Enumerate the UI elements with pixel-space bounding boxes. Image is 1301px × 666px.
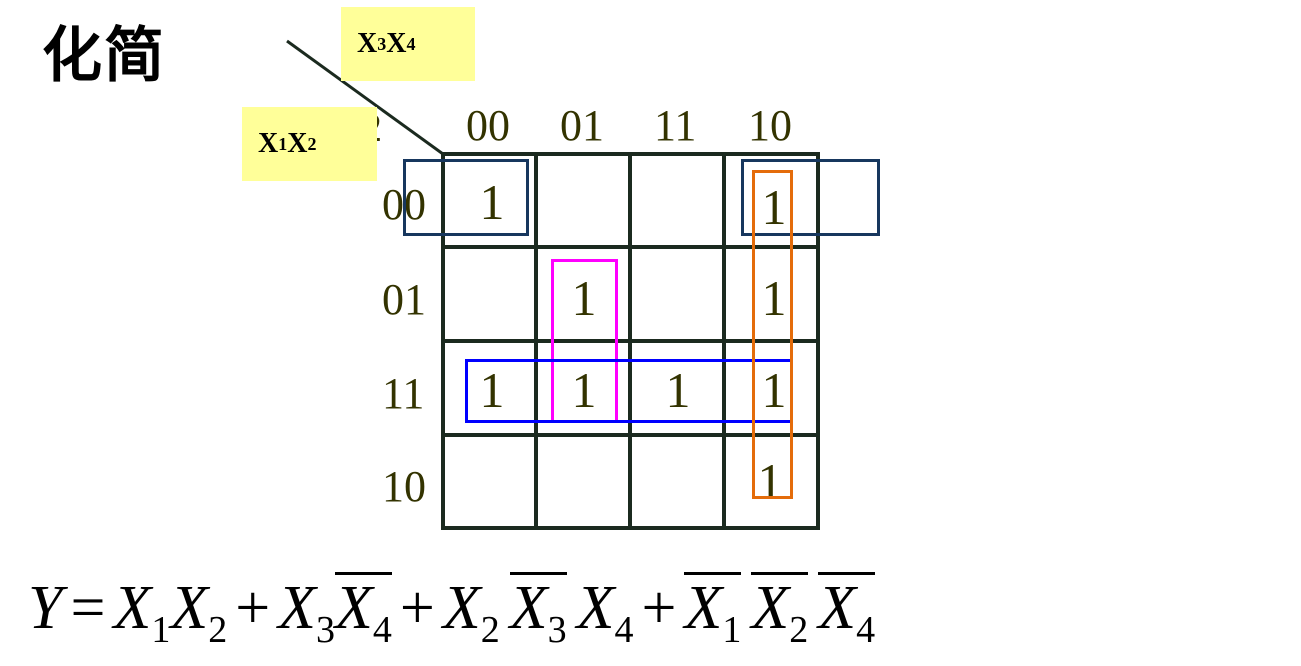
eq-sub-1: 1	[151, 609, 171, 651]
cell-r11-c00: 1	[479, 362, 505, 418]
cell-r00-c00: 1	[479, 174, 505, 230]
eq-x1-bar: X1	[684, 572, 742, 651]
grid-line-v2	[628, 152, 632, 529]
eq-x4-bar-2: X4	[818, 572, 876, 651]
col-header-00: 00	[466, 101, 510, 150]
eq-equals: =	[70, 574, 106, 642]
eq-x2: X	[170, 574, 209, 642]
group-column-10-box	[752, 170, 793, 499]
group-row-11-box	[465, 359, 793, 423]
eq-x1: X	[113, 574, 152, 642]
eq-x2b: X	[442, 574, 481, 642]
eq-y: Y	[28, 574, 63, 642]
group-corner-right-box	[741, 159, 880, 236]
eq-x2-bar: X2	[751, 572, 809, 651]
eq-x4-bar: X4	[335, 572, 392, 651]
row-header-01: 01	[382, 275, 426, 324]
grid-line-v1	[534, 152, 538, 529]
col-header-01: 01	[560, 101, 604, 150]
eq-plus-1: +	[235, 574, 271, 642]
eq-x4b: X	[576, 574, 615, 642]
eq-sub-2b: 2	[480, 609, 500, 651]
eq-x3-bar: X3	[509, 572, 567, 651]
cell-r11-c11: 1	[665, 362, 691, 418]
eq-sub-2: 2	[208, 609, 228, 651]
grid-line-v0	[441, 152, 445, 529]
cell-r11-c10: 1	[761, 362, 787, 418]
cell-r00-c10: 1	[761, 179, 787, 235]
grid-line-v4	[816, 152, 820, 529]
group-corner-left-box	[403, 159, 529, 236]
page-title: 化简	[42, 21, 166, 91]
col-header-11: 11	[654, 101, 697, 150]
row-header-11: 11	[382, 369, 425, 418]
cell-r11-c01: 1	[571, 362, 597, 418]
cell-r01-c10: 1	[761, 270, 787, 326]
eq-sub-3: 3	[316, 609, 336, 651]
eq-plus-2: +	[399, 574, 435, 642]
cell-r01-c01: 1	[571, 270, 597, 326]
grid-line-v3	[722, 152, 726, 529]
col-header-10: 10	[748, 101, 792, 150]
eq-sub-4b: 4	[614, 609, 634, 651]
eq-x3: X	[278, 574, 317, 642]
row-header-10: 10	[382, 462, 426, 511]
eq-plus-3: +	[641, 574, 677, 642]
